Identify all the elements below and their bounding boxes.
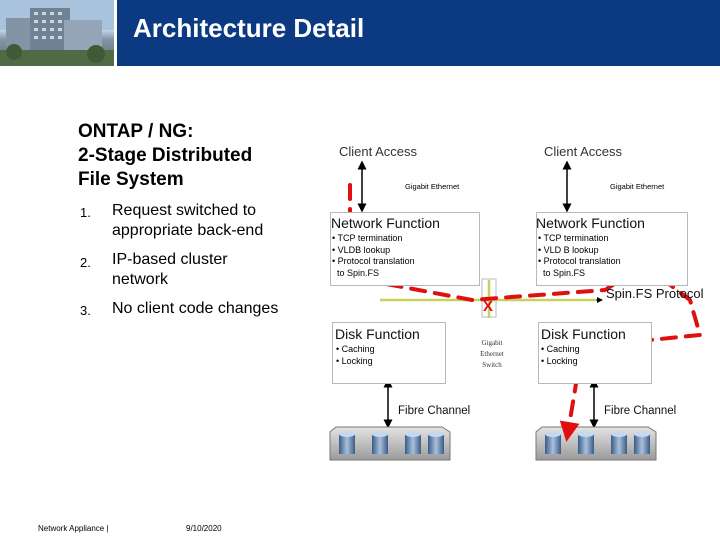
footer-company: Network Appliance | — [38, 524, 109, 533]
network-function-list: • TCP termination • VLD B lookup • Proto… — [538, 233, 621, 279]
switch-label-line: Switch — [482, 361, 502, 369]
bullet-line: network — [112, 271, 169, 288]
network-function-box — [536, 212, 688, 286]
spinfs-protocol-label: Spin.FS Protocol — [606, 286, 704, 301]
list-item: • Locking — [336, 355, 373, 366]
client-access-label: Client Access — [339, 144, 418, 159]
switch-label-line: Ethernet — [480, 350, 504, 358]
list-item: • VLD B lookup — [538, 244, 599, 255]
switch-label: Gigabit Ethernet Switch — [475, 338, 509, 371]
header-divider — [114, 0, 117, 66]
main-heading: ONTAP / NG: 2-Stage Distributed File Sys… — [78, 120, 252, 192]
bullet-line: No client code changes — [112, 300, 279, 317]
disk-function-box — [538, 322, 652, 384]
network-function-list: • TCP termination • VLDB lookup • Protoc… — [332, 233, 415, 279]
footer-date: 9/10/2020 — [186, 524, 222, 533]
bullet-number: 1. — [80, 205, 91, 220]
network-function-title: Network Function — [536, 215, 645, 231]
heading-line: File System — [78, 169, 184, 190]
disk-shelf — [535, 426, 657, 461]
list-item: • TCP termination — [332, 233, 403, 243]
disk-function-title: Disk Function — [541, 326, 626, 342]
gigabit-ethernet-label: Gigabit Ethernet — [405, 182, 460, 191]
heading-line: ONTAP / NG: — [78, 121, 194, 142]
gigabit-ethernet-label: Gigabit Ethernet — [610, 182, 665, 191]
fibre-channel-label: Fibre Channel — [604, 405, 677, 417]
building-photo — [0, 0, 114, 66]
disk-function-box — [332, 322, 446, 384]
network-function-title: Network Function — [331, 215, 440, 231]
switch-marker: X — [483, 298, 494, 315]
disk-function-title: Disk Function — [335, 326, 420, 342]
disk-function-list: • Caching • Locking — [541, 344, 580, 367]
list-item: to Spin.FS — [332, 267, 380, 278]
list-item: • Protocol translation — [538, 256, 621, 266]
bullet-text: IP-based cluster network — [112, 250, 228, 290]
network-function-box — [330, 212, 480, 286]
bullet-number: 3. — [80, 303, 91, 318]
list-item: • Protocol translation — [332, 256, 415, 266]
bullet-line: appropriate back-end — [112, 222, 264, 239]
client-access-label: Client Access — [544, 144, 623, 159]
disk-shelf — [329, 426, 451, 461]
list-item: • TCP termination — [538, 233, 609, 243]
header-bar — [0, 0, 720, 66]
bullet-line: IP-based cluster — [112, 251, 228, 268]
fibre-channel-label: Fibre Channel — [398, 405, 471, 417]
list-item: • Locking — [541, 355, 578, 366]
list-item: • Caching — [541, 344, 580, 354]
list-item: to Spin.FS — [538, 267, 586, 278]
disk-function-list: • Caching • Locking — [336, 344, 375, 367]
bullet-text: Request switched to appropriate back-end — [112, 201, 263, 241]
page-title: Architecture Detail — [133, 13, 365, 43]
switch-label-line: Gigabit — [481, 339, 503, 347]
bullet-text: No client code changes — [112, 299, 278, 319]
heading-line: 2-Stage Distributed — [78, 145, 253, 166]
list-item: • Caching — [336, 344, 375, 354]
bullet-number: 2. — [80, 255, 91, 270]
bullet-line: Request switched to — [112, 202, 257, 219]
list-item: • VLDB lookup — [332, 244, 391, 255]
